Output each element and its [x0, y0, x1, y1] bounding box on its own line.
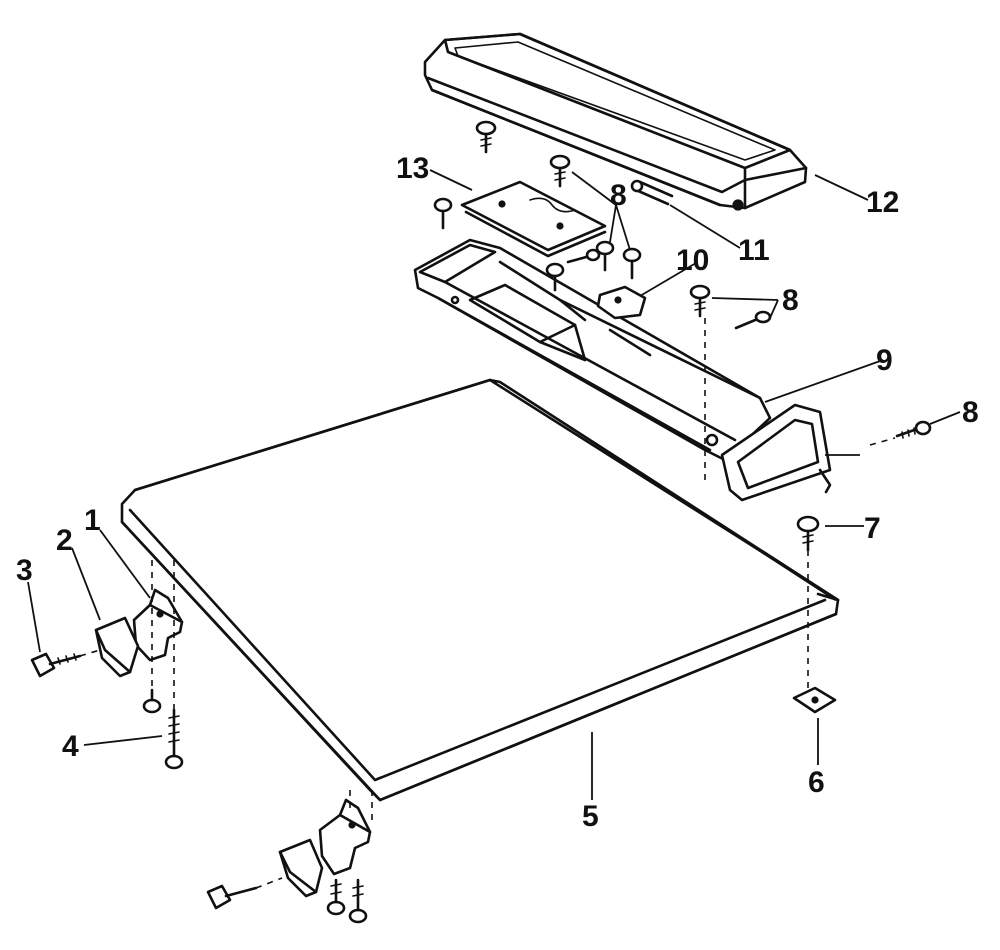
callout-1: 1	[84, 504, 101, 537]
hinge-clip-upper	[94, 616, 140, 678]
callout-8-right: 8	[782, 284, 799, 317]
cam	[596, 285, 647, 320]
callout-9: 9	[876, 344, 893, 377]
callout-2: 2	[56, 524, 73, 557]
screw-icon	[545, 262, 565, 292]
screw-icon	[142, 688, 162, 714]
screw-icon	[433, 197, 453, 230]
callout-10: 10	[676, 244, 709, 277]
callout-11: 11	[738, 234, 770, 267]
screw-icon	[895, 420, 932, 439]
screw-icon	[595, 240, 615, 272]
end-bracket	[720, 403, 832, 502]
callout-7: 7	[864, 512, 881, 545]
callouts: 1 2 3 4 5 6 7 8 8 8 9 10 11 12 13	[16, 152, 979, 833]
callout-4: 4	[62, 730, 79, 763]
leader-lines	[27, 169, 961, 800]
screw-icon	[566, 248, 601, 264]
screw-icon	[164, 708, 184, 770]
console-top-cover	[423, 32, 808, 211]
callout-6: 6	[808, 766, 825, 799]
screws	[30, 120, 932, 924]
screw-icon	[326, 878, 346, 916]
callout-3: 3	[16, 554, 33, 587]
screw-icon	[348, 878, 368, 924]
screw-icon	[689, 284, 711, 318]
screw-icon	[796, 515, 820, 552]
callout-12: 12	[866, 186, 899, 219]
screw-icon	[549, 154, 571, 188]
hinge-bracket-lower	[318, 798, 372, 876]
callout-13: 13	[396, 152, 429, 185]
pin	[630, 179, 674, 206]
mounting-plate	[460, 180, 607, 258]
screw-icon	[622, 247, 642, 280]
top-panel	[120, 378, 840, 802]
screw-icon	[475, 120, 497, 154]
clip-nut	[792, 686, 837, 714]
callout-8-side: 8	[962, 396, 979, 429]
hinge-clip-lower	[278, 838, 324, 898]
assembly-lines	[79, 318, 896, 889]
callout-8-center: 8	[610, 179, 627, 212]
bolt-icon	[206, 884, 258, 910]
callout-5: 5	[582, 800, 599, 833]
bolt-icon	[30, 652, 82, 678]
screw-icon	[734, 310, 772, 330]
